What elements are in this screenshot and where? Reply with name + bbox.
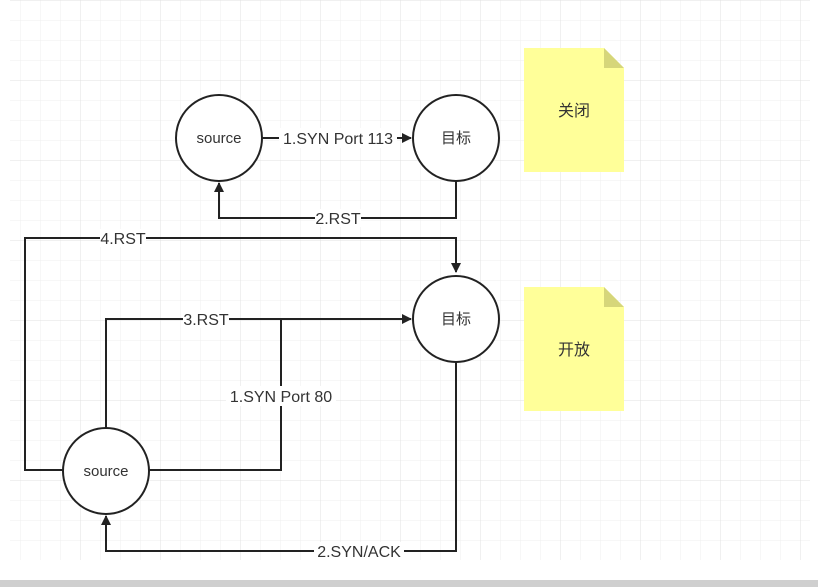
- source-node-open-label: source: [83, 463, 128, 480]
- note-closed-fold: [604, 48, 624, 68]
- bottom-scrollbar[interactable]: [0, 580, 818, 587]
- open-case-group: 4.RST 3.RST 1.SYN Port 80 2.SYN/ACK 目标 s…: [24, 229, 624, 561]
- target-node-open[interactable]: [412, 275, 500, 363]
- note-open-label: 开放: [558, 340, 590, 359]
- target-node-closed[interactable]: [412, 94, 500, 182]
- edge-syn-ack[interactable]: [101, 362, 457, 552]
- edge-rst-3-label-bg: [183, 310, 229, 328]
- closed-case-group: 1.SYN Port 113 2.RST source 目标 关闭: [175, 48, 624, 228]
- edge-syn-port-80[interactable]: [149, 319, 282, 471]
- edge-rst-4[interactable]: [24, 237, 461, 471]
- edge-rst-closed-label: 2.RST: [315, 211, 361, 228]
- target-node-closed-label: 目标: [441, 130, 471, 147]
- note-open[interactable]: [524, 287, 624, 411]
- edge-rst-closed-label-bg: [315, 209, 361, 227]
- edge-syn-ack-label: 2.SYN/ACK: [317, 544, 401, 561]
- edge-rst-4-label-bg: [100, 229, 146, 247]
- edge-rst-4-label: 4.RST: [100, 231, 146, 248]
- edge-rst-3[interactable]: [105, 314, 412, 428]
- edge-syn-ack-label-bg: [314, 542, 404, 560]
- target-node-open-label: 目标: [441, 311, 471, 328]
- note-closed-label: 关闭: [558, 101, 590, 120]
- note-closed[interactable]: [524, 48, 624, 172]
- edge-rst-3-label: 3.RST: [183, 312, 229, 329]
- source-node-open[interactable]: [62, 427, 150, 515]
- source-node-closed-label: source: [196, 130, 241, 147]
- edge-syn-port-80-label: 1.SYN Port 80: [230, 389, 332, 406]
- edge-syn-port-113-label: 1.SYN Port 113: [283, 131, 393, 148]
- note-open-fold: [604, 287, 624, 307]
- edge-syn-port-113-label-bg: [279, 128, 397, 148]
- source-node-closed[interactable]: [175, 94, 263, 182]
- edge-syn-port-80-label-bg: [226, 386, 336, 406]
